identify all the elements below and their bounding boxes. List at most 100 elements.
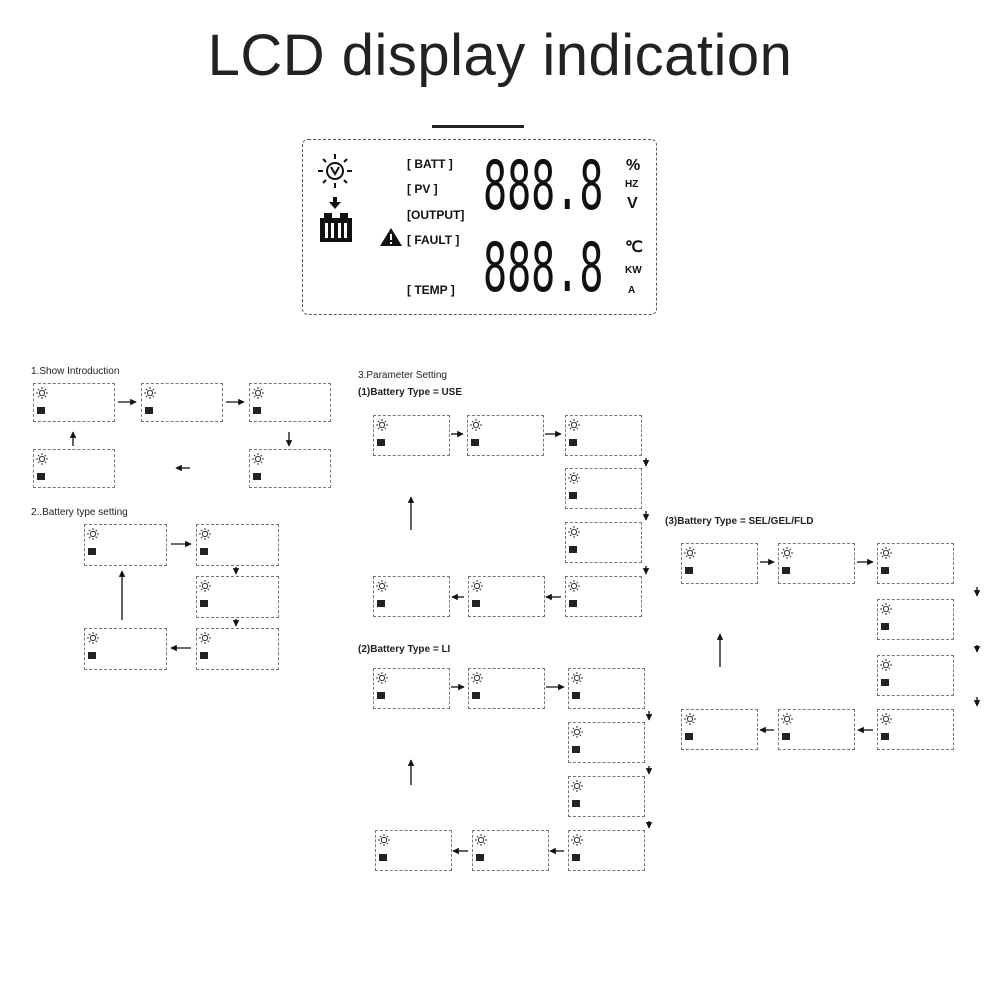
- unit-percent: %: [626, 157, 641, 174]
- battery-icon: [377, 686, 385, 704]
- sun-icon: [87, 631, 99, 649]
- sun-icon: [568, 579, 580, 597]
- sun-icon: [571, 833, 583, 851]
- battery-icon: [572, 848, 580, 866]
- battery-icon: [37, 467, 45, 485]
- mini-lcd-screen: [84, 628, 167, 670]
- mini-lcd-screen: [877, 709, 954, 750]
- mini-lcd-screen: [778, 709, 855, 750]
- sub3-title: (3)Battery Type = SEL/GEL/FLD: [665, 516, 814, 527]
- battery-icon: [200, 646, 208, 664]
- mini-lcd-screen: [877, 655, 954, 696]
- mini-lcd-screen: [681, 543, 758, 584]
- battery-icon: [569, 594, 577, 612]
- mini-lcd-screen: [249, 383, 331, 422]
- title-underline: [432, 125, 524, 128]
- digits-bottom: 888.8: [483, 230, 604, 309]
- mini-lcd-screen: [84, 524, 167, 566]
- sun-icon: [36, 386, 48, 404]
- mini-lcd-screen: [375, 830, 452, 871]
- arrow-down-icon: [329, 197, 341, 209]
- unit-hz: HZ: [625, 179, 639, 190]
- sun-icon: [252, 452, 264, 470]
- battery-icon: [88, 542, 96, 560]
- mini-lcd-screen: [196, 576, 279, 618]
- mini-lcd-screen: [196, 524, 279, 566]
- label-batt: [ BATT ]: [407, 157, 453, 171]
- section1-title: 1.Show Introduction: [31, 366, 120, 377]
- battery-icon: [476, 848, 484, 866]
- sun-icon: [199, 579, 211, 597]
- battery-icon: [37, 401, 45, 419]
- battery-icon: [379, 848, 387, 866]
- label-fault: [ FAULT ]: [407, 233, 460, 247]
- battery-icon: [569, 433, 577, 451]
- mini-lcd-screen: [565, 415, 642, 456]
- mini-lcd-screen: [472, 830, 549, 871]
- sun-icon: [87, 527, 99, 545]
- battery-icon: [569, 486, 577, 504]
- sun-icon: [199, 631, 211, 649]
- sun-icon: [378, 833, 390, 851]
- sun-icon: [199, 527, 211, 545]
- battery-icon: [881, 561, 889, 579]
- sun-icon: [571, 671, 583, 689]
- sun-icon: [568, 418, 580, 436]
- sun-icon: [684, 712, 696, 730]
- battery-icon: [88, 646, 96, 664]
- battery-icon: [200, 542, 208, 560]
- battery-icon: [471, 433, 479, 451]
- sun-icon: [471, 579, 483, 597]
- main-lcd-display: [ BATT ] [ PV ] [OUTPUT] [ FAULT ] [ TEM…: [302, 139, 657, 315]
- sun-icon: [36, 452, 48, 470]
- battery-icon: [200, 594, 208, 612]
- battery-icon: [472, 686, 480, 704]
- sun-icon: [471, 671, 483, 689]
- sub2-title: (2)Battery Type = LI: [358, 644, 451, 655]
- section3-title: 3.Parameter Setting: [358, 370, 447, 381]
- battery-icon: [572, 794, 580, 812]
- sun-icon: [571, 725, 583, 743]
- sun-icon: [684, 546, 696, 564]
- sun-icon: [376, 671, 388, 689]
- unit-a: A: [628, 285, 636, 296]
- battery-icon: [572, 686, 580, 704]
- unit-kw: KW: [625, 265, 642, 276]
- sun-icon: [568, 525, 580, 543]
- mini-lcd-screen: [467, 415, 544, 456]
- mini-lcd-screen: [141, 383, 223, 422]
- mini-lcd-screen: [877, 599, 954, 640]
- battery-icon: [782, 727, 790, 745]
- sun-icon: [568, 471, 580, 489]
- label-temp: [ TEMP ]: [407, 283, 455, 297]
- mini-lcd-screen: [681, 709, 758, 750]
- mini-lcd-screen: [33, 383, 115, 422]
- battery-icon: [881, 617, 889, 635]
- battery-icon: [569, 540, 577, 558]
- mini-lcd-screen: [877, 543, 954, 584]
- digits-top: 888.8: [483, 148, 604, 227]
- mini-lcd-screen: [373, 415, 450, 456]
- unit-v: V: [627, 195, 638, 212]
- sun-icon: [252, 386, 264, 404]
- battery-icon: [472, 594, 480, 612]
- mini-lcd-screen: [468, 668, 545, 709]
- battery-icon: [145, 401, 153, 419]
- mini-lcd-screen: [568, 830, 645, 871]
- sun-icon: [470, 418, 482, 436]
- mini-lcd-screen: [778, 543, 855, 584]
- battery-icon: [782, 561, 790, 579]
- mini-lcd-screen: [568, 722, 645, 763]
- battery-icon: [685, 727, 693, 745]
- mini-lcd-screen: [373, 576, 450, 617]
- battery-icon: [320, 213, 352, 242]
- mini-lcd-screen: [468, 576, 545, 617]
- label-output: [OUTPUT]: [407, 208, 465, 222]
- sun-icon: [781, 712, 793, 730]
- sun-icon: [880, 658, 892, 676]
- battery-icon: [881, 727, 889, 745]
- mini-lcd-screen: [565, 522, 642, 563]
- sun-icon: [571, 779, 583, 797]
- mini-lcd-screen: [568, 668, 645, 709]
- sun-icon: [376, 418, 388, 436]
